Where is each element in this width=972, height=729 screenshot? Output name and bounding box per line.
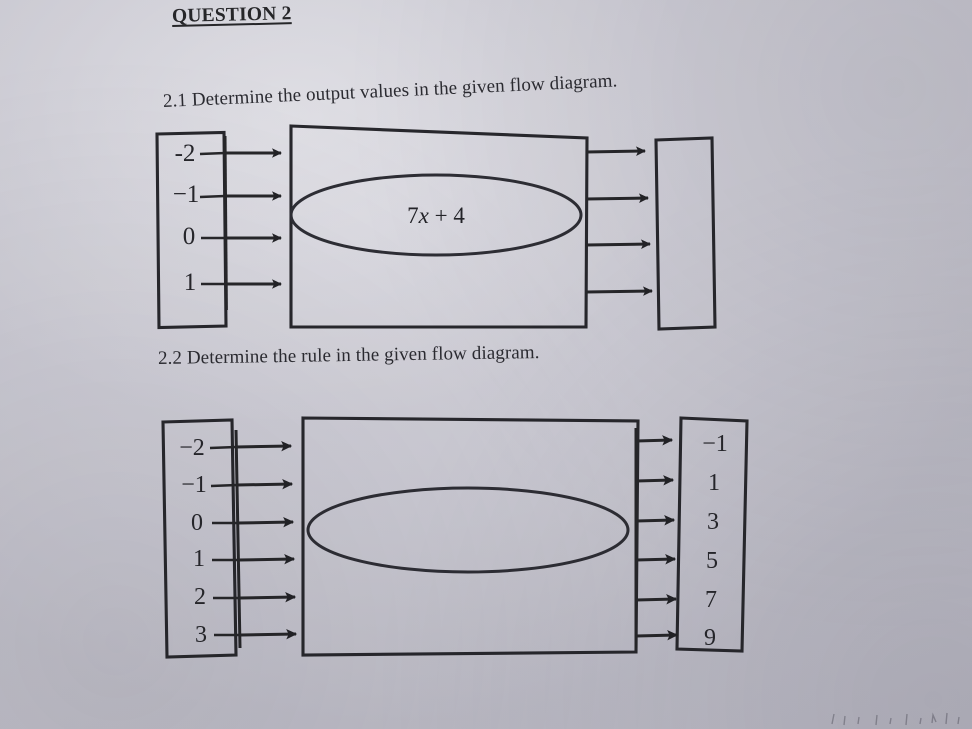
flow-diagram-2-1: 7x + 4 -2 −1 0 1 xyxy=(145,118,725,343)
input-value: 1 xyxy=(193,546,205,572)
input-value: −1 xyxy=(173,181,200,208)
input-arrow xyxy=(240,628,298,640)
rule-oval-2-1 xyxy=(289,173,583,257)
rule-box-2-2 xyxy=(301,416,640,657)
flow-diagram-2-2: −2 −1 0 1 2 3 xyxy=(150,408,780,673)
output-arrow xyxy=(635,475,675,486)
rule-constant: 4 xyxy=(453,203,465,228)
output-arrow xyxy=(585,146,646,156)
output-box-2-2 xyxy=(675,416,749,653)
output-arrow xyxy=(635,594,678,605)
output-arrow xyxy=(635,554,677,565)
input-box-2-1 xyxy=(155,130,228,330)
question-2-1-prompt: 2.1 Determine the output values in the g… xyxy=(162,70,618,112)
output-box-2-1 xyxy=(654,136,717,331)
input-value: -2 xyxy=(175,140,196,167)
input-value: 3 xyxy=(195,622,207,648)
output-value: 5 xyxy=(706,548,718,574)
output-arrow xyxy=(585,286,653,296)
page-title: QUESTION 2 xyxy=(171,3,292,27)
input-value: 0 xyxy=(191,510,203,536)
rule-operator: + xyxy=(435,203,448,228)
rule-coefficient: 7 xyxy=(407,203,419,228)
input-value: −2 xyxy=(179,435,205,461)
output-arrow xyxy=(635,515,676,526)
page-edge-marks xyxy=(831,712,960,726)
input-value: 2 xyxy=(194,584,206,610)
rule-oval-2-2 xyxy=(306,486,630,574)
input-arrow xyxy=(238,553,296,565)
output-value: 9 xyxy=(704,625,716,651)
output-value: −1 xyxy=(702,431,728,457)
output-arrow xyxy=(585,193,649,203)
input-value: 1 xyxy=(184,269,197,296)
input-box-2-2 xyxy=(161,418,238,659)
output-value: 1 xyxy=(708,470,720,496)
input-value: −1 xyxy=(181,472,207,498)
question-2-2-prompt: 2.2 Determine the rule in the given flow… xyxy=(157,342,540,369)
output-arrow xyxy=(585,239,651,249)
input-value: 0 xyxy=(183,223,196,250)
input-arrow xyxy=(235,440,293,452)
rule-expression-2-1: 7x + 4 xyxy=(407,203,465,228)
output-arrow xyxy=(635,435,674,446)
input-arrow xyxy=(239,591,297,603)
input-arrow xyxy=(237,516,295,528)
rule-box-2-1 xyxy=(289,124,589,329)
input-arrow xyxy=(236,478,294,490)
output-arrow xyxy=(635,630,679,641)
rule-variable: x xyxy=(418,203,430,228)
output-value: 3 xyxy=(707,509,719,535)
output-value: 7 xyxy=(705,587,717,613)
